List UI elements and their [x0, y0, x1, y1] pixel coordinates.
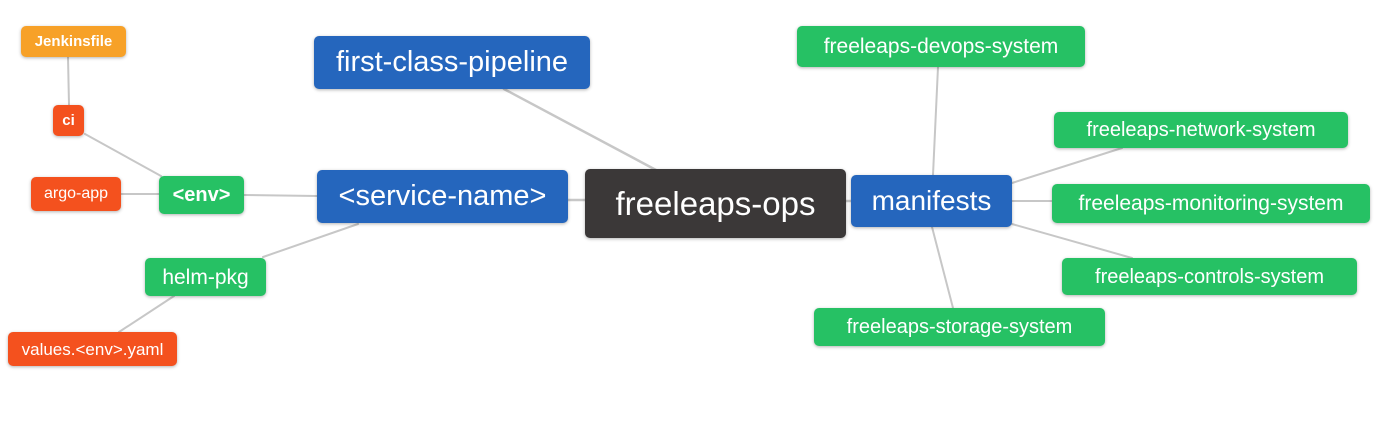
edge-manifests-controls-system	[1011, 223, 1133, 259]
edge-values-env-yaml-helm-pkg	[118, 295, 175, 333]
node-ci[interactable]: ci	[53, 105, 84, 136]
node-freeleaps-monitoring-system[interactable]: freeleaps-monitoring-system	[1052, 184, 1370, 223]
node-freeleaps-network-system[interactable]: freeleaps-network-system	[1054, 112, 1348, 148]
node-helm-pkg[interactable]: helm-pkg	[145, 258, 266, 296]
edge-manifests-devops-system	[932, 66, 939, 176]
edge-manifests-network-system	[1011, 147, 1123, 184]
node-freeleaps-controls-system[interactable]: freeleaps-controls-system	[1062, 258, 1357, 295]
edge-ci-env	[84, 133, 162, 177]
node-jenkinsfile[interactable]: Jenkinsfile	[21, 26, 126, 57]
edge-helm-pkg-service-name	[262, 223, 359, 258]
node-freeleaps-ops[interactable]: freeleaps-ops	[585, 169, 846, 238]
node-freeleaps-storage-system[interactable]: freeleaps-storage-system	[814, 308, 1105, 346]
node-manifests[interactable]: manifests	[851, 175, 1012, 227]
node-argo-app[interactable]: argo-app	[31, 177, 121, 211]
node-first-class-pipeline[interactable]: first-class-pipeline	[314, 36, 590, 89]
edge-env-service-name	[243, 194, 318, 197]
edge-jenkinsfile-ci	[67, 56, 70, 106]
node-values-env-yaml[interactable]: values.<env>.yaml	[8, 332, 177, 366]
edge-manifests-storage-system	[931, 226, 954, 309]
node-freeleaps-devops-system[interactable]: freeleaps-devops-system	[797, 26, 1085, 67]
node-env[interactable]: <env>	[159, 176, 244, 214]
node-service-name[interactable]: <service-name>	[317, 170, 568, 223]
edge-first-class-pipeline-freeleaps-ops	[502, 87, 658, 172]
